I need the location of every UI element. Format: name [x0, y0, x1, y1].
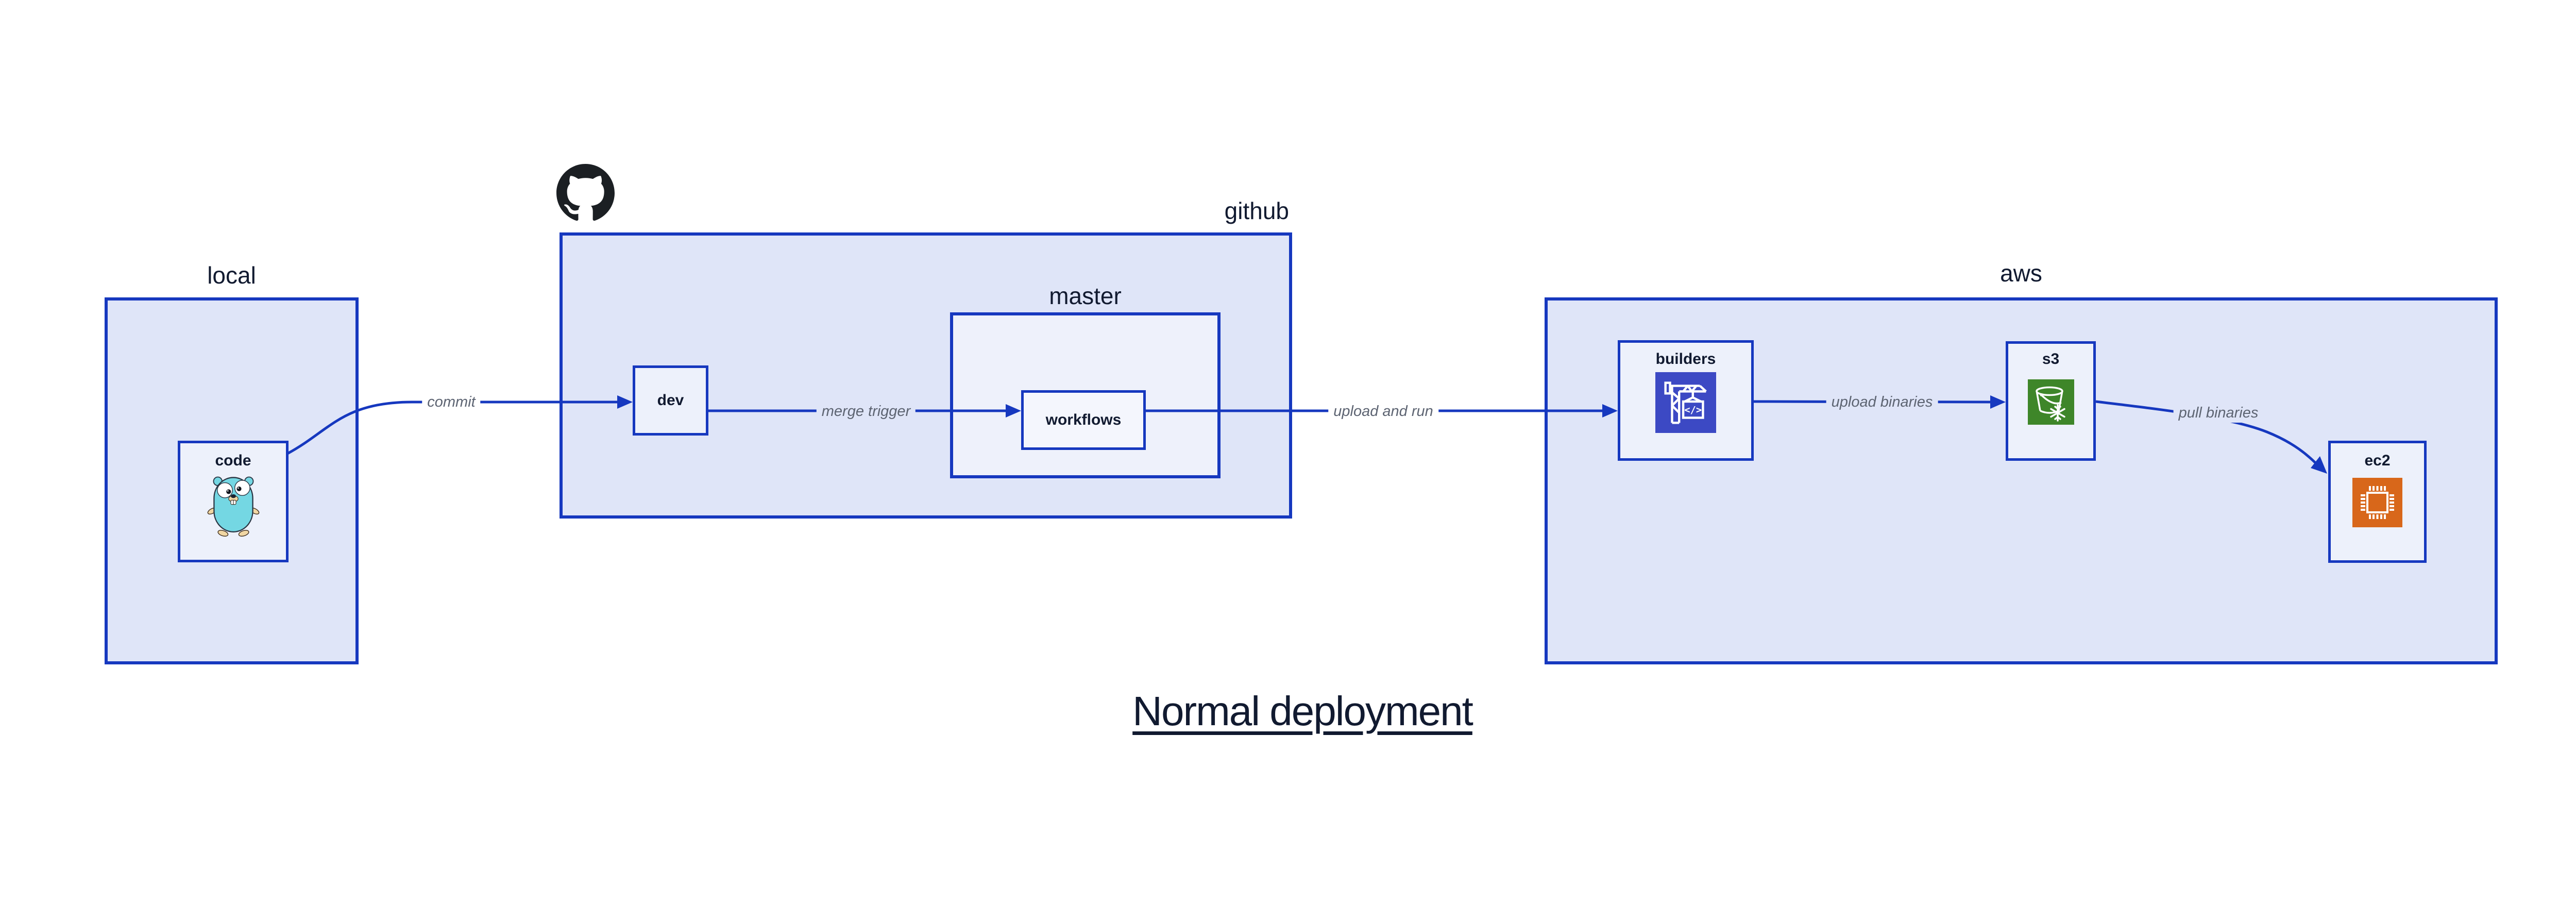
group-label-github: github	[1224, 197, 1289, 224]
edge-label-pull-binaries: pull binaries	[2173, 403, 2264, 423]
edge-label-merge-trigger: merge trigger	[816, 402, 916, 421]
svg-text:</>: </>	[1684, 405, 1702, 416]
group-label-local: local	[207, 262, 256, 289]
go-gopher-icon	[207, 476, 259, 537]
edge-label-upload-and-run: upload and run	[1328, 402, 1438, 421]
node-builders: builders </>	[1618, 340, 1754, 461]
edge-label-upload-binaries: upload binaries	[1826, 392, 1938, 412]
node-label-code: code	[215, 452, 251, 469]
group-label-aws: aws	[2000, 260, 2042, 287]
node-ec2: ec2	[2328, 441, 2427, 563]
aws-s3-glacier-bucket-icon	[2027, 379, 2074, 425]
node-label-s3: s3	[2042, 350, 2060, 368]
group-label-master: master	[1049, 282, 1122, 309]
node-workflows: workflows	[1021, 390, 1146, 450]
aws-ec2-chip-icon	[2352, 478, 2402, 527]
aws-codebuild-icon: </>	[1655, 372, 1716, 433]
node-label-builders: builders	[1655, 350, 1716, 368]
node-dev: dev	[633, 365, 708, 436]
node-label-workflows: workflows	[1045, 411, 1122, 428]
node-code: code	[178, 441, 289, 562]
node-label-ec2: ec2	[2364, 452, 2391, 469]
node-label-dev: dev	[657, 392, 684, 409]
edge-label-commit: commit	[422, 392, 481, 412]
github-octocat-icon	[556, 164, 615, 222]
diagram-title: Normal deployment	[1132, 688, 1473, 734]
node-s3: s3	[2006, 341, 2096, 461]
